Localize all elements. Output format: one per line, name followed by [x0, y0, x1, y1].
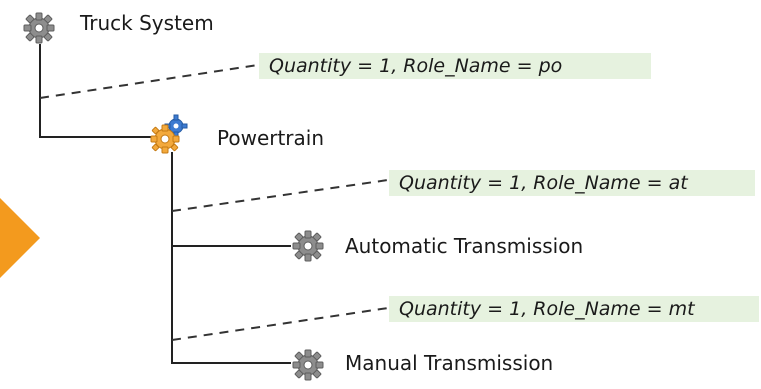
gear-assembly-icon[interactable]	[148, 113, 190, 155]
node-label-automatic-transmission[interactable]: Automatic Transmission	[345, 234, 584, 258]
node-label-powertrain[interactable]: Powertrain	[217, 126, 325, 150]
orange-arrow-icon	[0, 198, 40, 278]
relation-leader-at	[171, 179, 389, 212]
node-label-manual-transmission[interactable]: Manual Transmission	[345, 351, 554, 375]
relation-label-po: Quantity = 1, Role_Name = po	[259, 53, 651, 79]
gear-icon[interactable]	[290, 229, 326, 263]
node-label-truck-system[interactable]: Truck System	[80, 11, 214, 35]
relation-label-at: Quantity = 1, Role_Name = at	[389, 170, 755, 196]
relation-label-mt: Quantity = 1, Role_Name = mt	[389, 296, 759, 322]
relation-leader-mt	[171, 307, 389, 341]
gear-icon[interactable]	[21, 11, 57, 45]
relation-leader-po	[39, 64, 259, 99]
gear-icon[interactable]	[290, 348, 326, 382]
